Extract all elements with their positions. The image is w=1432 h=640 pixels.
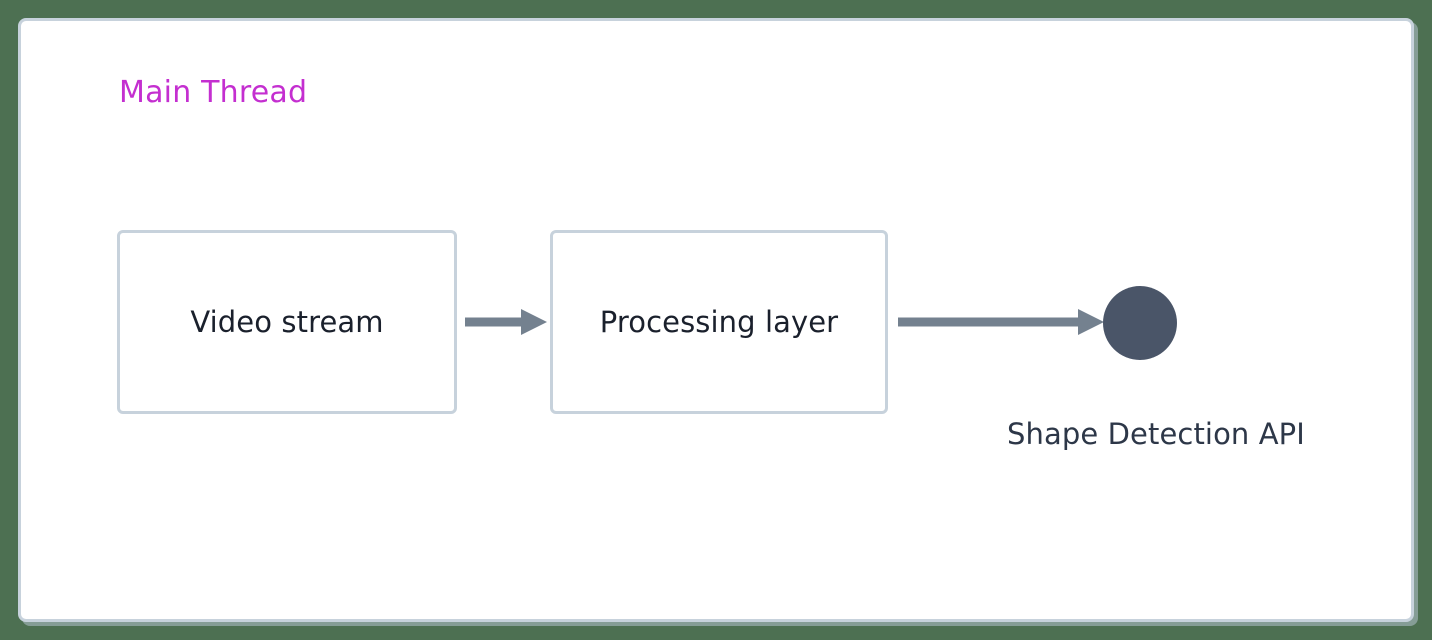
node-processing-layer-label: Processing layer: [599, 305, 839, 339]
node-shape-detection-api[interactable]: [1103, 286, 1177, 360]
node-processing-layer[interactable]: Processing layer: [550, 230, 888, 414]
node-video-stream[interactable]: Video stream: [117, 230, 457, 414]
arrow-processing-layer-to-shape-detection-api: [898, 309, 1104, 335]
node-video-stream-label: Video stream: [190, 305, 384, 339]
diagram-frame: Main Thread Video stream Processing laye…: [18, 18, 1414, 622]
node-shape-detection-api-label: Shape Detection API: [1007, 417, 1305, 451]
group-title-main-thread: Main Thread: [119, 75, 308, 110]
arrow-video-stream-to-processing-layer: [465, 309, 547, 335]
